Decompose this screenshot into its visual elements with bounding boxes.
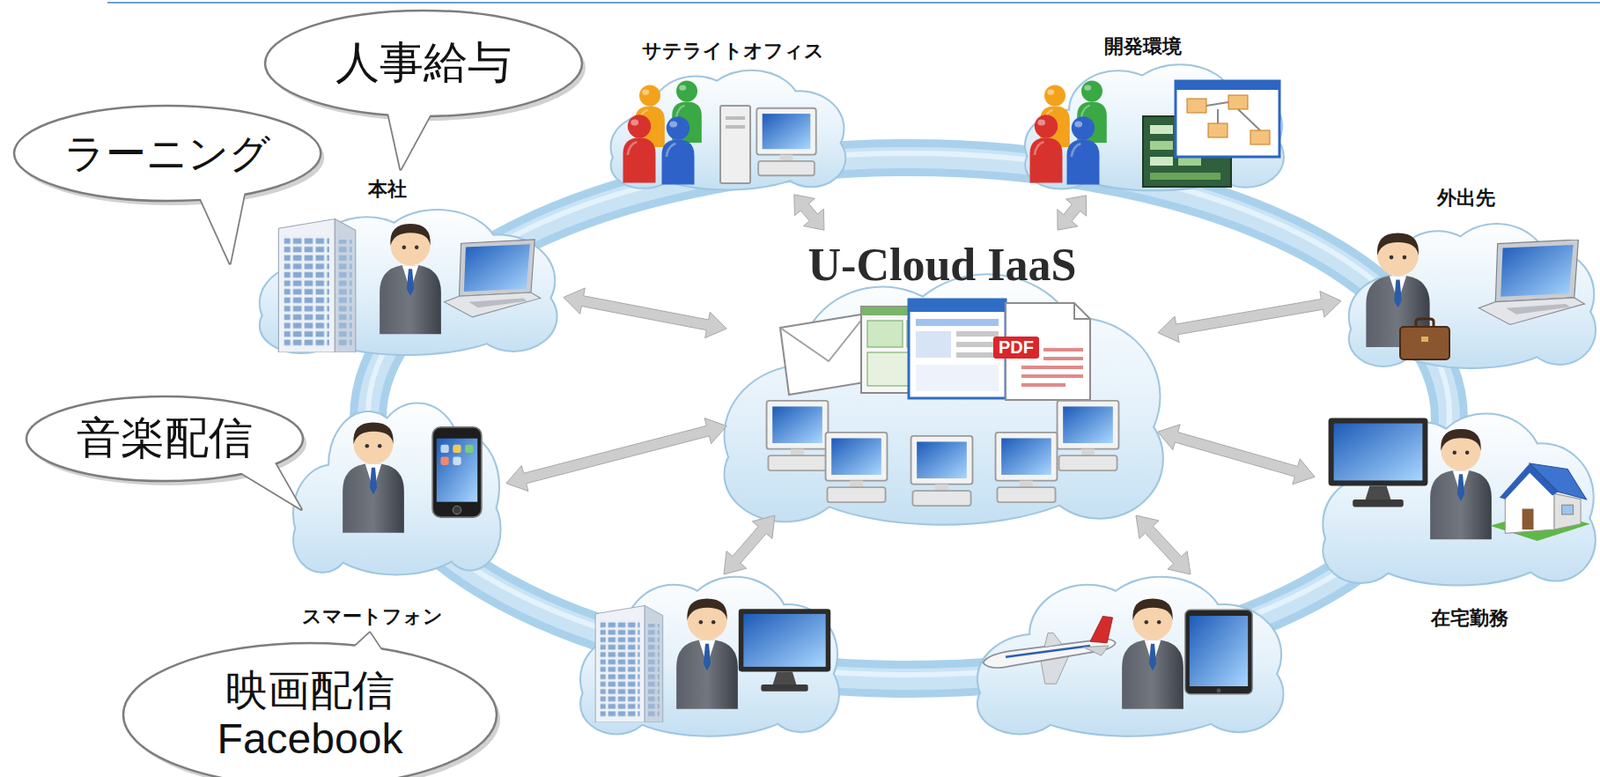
double-arrow: [563, 287, 727, 339]
pdf-badge: PDF: [993, 336, 1040, 359]
cloud-shape: [1319, 406, 1598, 588]
speech-bubble: 人事給与: [261, 7, 586, 120]
location-label: スマートフォン: [302, 604, 443, 627]
central-cloud: U-Cloud IaaS: [730, 233, 1154, 507]
location-label: 本社: [368, 177, 407, 200]
speech-bubble: 音楽配信: [22, 392, 307, 485]
location-label: サテライトオフィス: [641, 39, 825, 62]
cloud-shape: [255, 204, 560, 357]
header-rule: [107, 1, 1600, 4]
location-cloud: 開発環境: [1021, 35, 1286, 192]
double-arrow: [794, 194, 825, 230]
callout-text: ラーニング: [64, 130, 271, 177]
double-arrow: [1157, 424, 1315, 485]
location-cloud: スマートフォン: [290, 396, 502, 627]
location-label: 開発環境: [1104, 35, 1182, 58]
label-anchor: PDF: [993, 336, 1040, 359]
cloud-shape: [260, 210, 557, 354]
travel-cloud: [978, 577, 1283, 736]
cloud-shape: [1021, 59, 1286, 192]
speech-bubble: 映画配信 Facebook: [119, 639, 501, 777]
bubble-tail: [235, 459, 302, 509]
location-cloud: 本社: [255, 177, 560, 357]
location-label: 在宅勤務: [1430, 606, 1509, 629]
location-cloud: 在宅勤務: [1319, 406, 1598, 629]
cloud-shape: [290, 396, 502, 577]
double-arrow: [1157, 291, 1342, 343]
callout-text: 人事給与: [335, 37, 512, 89]
bubble-tail: [387, 109, 434, 170]
bubble-outline: [265, 10, 583, 117]
double-arrow: [1057, 195, 1087, 230]
bubble-tail: [199, 190, 245, 264]
bubble-tail: [199, 190, 245, 264]
bubble-tail: [235, 459, 302, 509]
cloud-shape: [725, 274, 1163, 524]
speech-bubble: ラーニング: [10, 102, 325, 205]
location-cloud: 外出先: [1345, 186, 1598, 370]
bubble-outline: [123, 642, 497, 777]
bubble-outline: [14, 105, 321, 201]
cloud-shape: [611, 71, 846, 190]
location-label: 外出先: [1437, 186, 1496, 209]
branch-office-art: [595, 598, 831, 723]
callout-text: 映画配信 Facebook: [204, 665, 416, 763]
cloud-shape: [607, 66, 848, 192]
cloud-shape: [1345, 218, 1598, 370]
location-cloud: サテライトオフィス: [607, 39, 848, 192]
cloud-shape: [1323, 413, 1595, 584]
cloud-shape: [717, 264, 1167, 529]
office-cloud: [581, 577, 839, 736]
service-name: U-Cloud IaaS: [808, 238, 1077, 292]
bubble-tail: [346, 632, 388, 659]
callout-text: 音楽配信: [76, 412, 253, 465]
cloud-shape: [294, 403, 501, 574]
cloud-shape: [1025, 65, 1283, 190]
double-arrow: [506, 418, 727, 492]
ring-band: [368, 153, 1450, 679]
cloud-shape: [1349, 224, 1595, 368]
travel-art: [982, 598, 1253, 709]
bubble-tail: [387, 109, 434, 170]
